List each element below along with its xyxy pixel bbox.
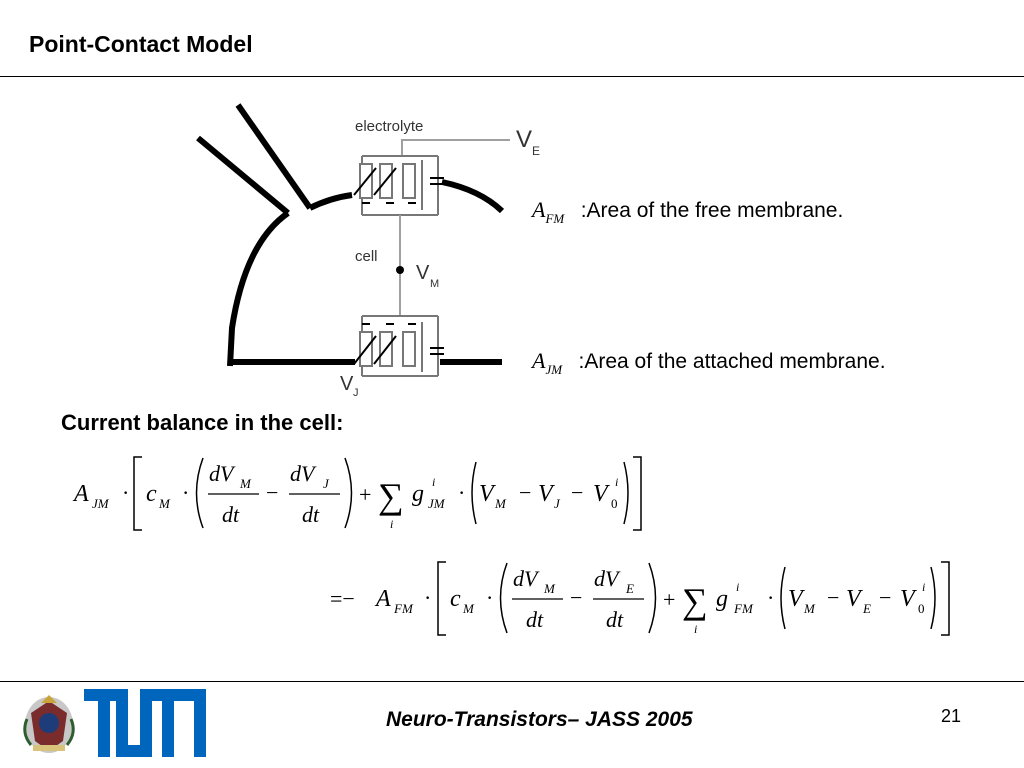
svg-text:V: V xyxy=(593,481,610,507)
tum-logo xyxy=(84,689,206,757)
svg-text:·: · xyxy=(486,585,493,610)
definition-symbol: A xyxy=(532,348,546,373)
svg-text:0: 0 xyxy=(611,496,618,511)
svg-text:·: · xyxy=(424,585,431,610)
ve-subscript: E xyxy=(532,144,540,158)
equation-line-2: =− A FM · c M · dV M dt − dV E dt + ∑ i … xyxy=(330,561,950,636)
svg-text:i: i xyxy=(736,580,739,594)
section-heading: Current balance in the cell: xyxy=(61,410,344,435)
svg-text:FM: FM xyxy=(393,601,414,616)
svg-text:M: M xyxy=(803,601,816,616)
svg-text:g: g xyxy=(716,586,728,612)
svg-text:dV: dV xyxy=(290,461,317,486)
footer-divider xyxy=(0,681,1024,682)
svg-text:V: V xyxy=(479,481,496,507)
svg-text:FM: FM xyxy=(733,601,754,616)
svg-text:+: + xyxy=(663,587,675,612)
svg-text:M: M xyxy=(239,476,252,491)
svg-text:·: · xyxy=(767,585,774,610)
svg-text:J: J xyxy=(323,476,330,491)
svg-text:JM: JM xyxy=(428,496,446,511)
university-crest-logo xyxy=(17,689,81,757)
svg-text:dt: dt xyxy=(606,607,624,632)
definition-text: :Area of the free membrane. xyxy=(580,199,844,222)
definition-attached-membrane: AJM :Area of the attached membrane. xyxy=(532,348,886,388)
point-contact-diagram: electrolyte V E cell V M xyxy=(196,103,540,398)
svg-text:V: V xyxy=(788,586,805,612)
svg-text:dV: dV xyxy=(513,566,540,591)
svg-text:JM: JM xyxy=(92,496,110,511)
svg-text:M: M xyxy=(462,601,475,616)
svg-text:dV: dV xyxy=(594,566,621,591)
page-number: 21 xyxy=(941,706,962,726)
svg-text:dt: dt xyxy=(526,607,544,632)
svg-text:i: i xyxy=(432,475,435,489)
svg-text:dt: dt xyxy=(302,502,320,527)
svg-text:M: M xyxy=(158,496,171,511)
svg-text:i: i xyxy=(922,580,925,594)
svg-text:i: i xyxy=(615,475,618,489)
svg-text:−: − xyxy=(571,480,583,505)
svg-text:−: − xyxy=(266,480,278,505)
equation-line-1: A JM · c M · dV M dt − dV J dt + ∑ i g i… xyxy=(72,456,642,531)
definition-free-membrane: AFM :Area of the free membrane. xyxy=(532,197,843,237)
svg-text:=−: =− xyxy=(330,586,355,611)
svg-text:∑: ∑ xyxy=(378,476,404,516)
svg-text:A: A xyxy=(72,481,89,507)
svg-text:−: − xyxy=(519,480,531,505)
cell-label: cell xyxy=(355,248,378,265)
svg-text:dV: dV xyxy=(209,461,236,486)
svg-text:+: + xyxy=(359,482,371,507)
svg-text:E: E xyxy=(625,581,634,596)
electrolyte-label: electrolyte xyxy=(355,118,423,135)
svg-text:−: − xyxy=(827,585,839,610)
svg-text:c: c xyxy=(146,481,157,507)
svg-text:M: M xyxy=(494,496,507,511)
svg-text:·: · xyxy=(182,480,189,505)
svg-text:J: J xyxy=(554,496,561,511)
svg-text:A: A xyxy=(374,586,391,612)
svg-text:·: · xyxy=(122,480,129,505)
svg-text:∑: ∑ xyxy=(682,581,708,621)
svg-text:i: i xyxy=(390,517,393,531)
definition-subscript: FM xyxy=(545,211,565,226)
svg-text:−: − xyxy=(879,585,891,610)
svg-text:g: g xyxy=(412,481,424,507)
ve-label: V xyxy=(516,126,532,153)
svg-text:V: V xyxy=(538,481,555,507)
slide-title: Point-Contact Model xyxy=(29,31,253,57)
svg-text:M: M xyxy=(543,581,556,596)
definition-symbol: A xyxy=(532,197,546,222)
vj-subscript: J xyxy=(353,387,359,398)
svg-text:−: − xyxy=(570,585,582,610)
svg-text:c: c xyxy=(450,586,461,612)
svg-text:·: · xyxy=(458,480,465,505)
header-divider xyxy=(0,76,1024,77)
vm-subscript: M xyxy=(430,278,439,290)
svg-text:0: 0 xyxy=(918,601,925,616)
definition-text: :Area of the attached membrane. xyxy=(578,350,886,373)
svg-text:E: E xyxy=(862,601,871,616)
footer-title: Neuro-Transistors– JASS 2005 xyxy=(386,708,693,731)
svg-text:dt: dt xyxy=(222,502,240,527)
definition-subscript: JM xyxy=(545,362,563,377)
svg-text:V: V xyxy=(846,586,863,612)
vm-label: V xyxy=(416,262,430,284)
vj-label: V xyxy=(340,373,354,395)
svg-text:V: V xyxy=(900,586,917,612)
svg-text:i: i xyxy=(694,622,697,636)
